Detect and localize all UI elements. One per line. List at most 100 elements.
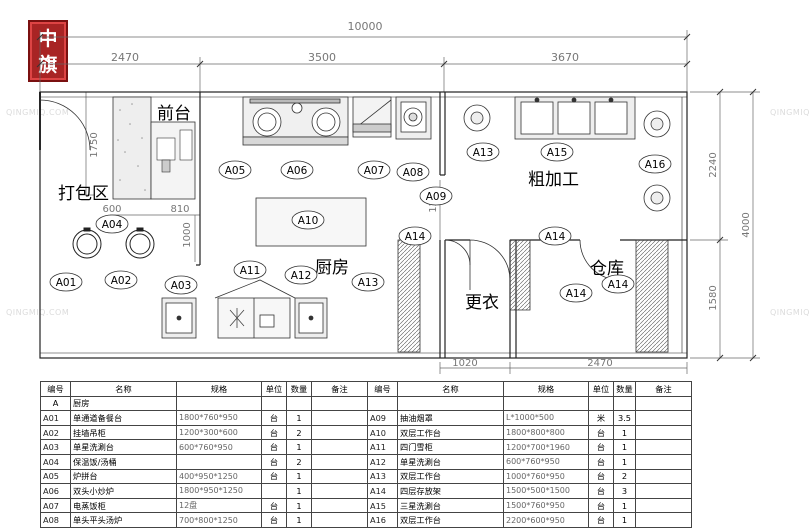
cell-note	[311, 453, 368, 470]
section-code: A	[40, 395, 71, 412]
cell-name: 四层存放架	[397, 483, 504, 499]
tag-a04: A04	[95, 214, 129, 234]
svg-text:A08: A08	[403, 167, 424, 179]
cell-unit: 台	[261, 410, 287, 426]
tag-a09: A09	[419, 186, 453, 206]
cell-spec: 600*760*950	[176, 439, 262, 455]
cell-unit	[261, 483, 287, 499]
cell-name: 单通道备餐台	[70, 410, 177, 426]
cell-unit: 台	[261, 424, 287, 441]
room-packing: 打包区	[58, 184, 109, 204]
cell-unit: 台	[261, 512, 287, 528]
svg-text:A16: A16	[645, 159, 666, 171]
cell-spec: 2200*600*950	[503, 512, 589, 528]
cell-code: A10	[367, 424, 398, 441]
room-front-desk: 前台	[157, 104, 191, 124]
dim-810: 810	[170, 204, 189, 215]
tag-a05: A05	[218, 160, 252, 180]
cell-spec: 1500*760*950	[503, 497, 589, 514]
cell-unit: 米	[588, 410, 614, 426]
tag-a11: A11	[233, 260, 267, 280]
cell-code: A02	[40, 424, 71, 441]
cell-note	[635, 497, 692, 514]
cell-spec: 600*760*950	[503, 453, 589, 470]
svg-text:A13: A13	[473, 147, 494, 159]
cell-qty: 3.5	[613, 410, 636, 426]
dim-seg1: 2470	[111, 51, 139, 64]
cell-qty: 1	[613, 424, 636, 441]
cell-name: 炉拼台	[70, 468, 177, 485]
room-prep: 粗加工	[528, 170, 579, 190]
cell-spec: 1800*800*800	[503, 424, 589, 441]
watermark: QINGMIQ.COM	[6, 308, 70, 317]
cell-unit: 台	[588, 424, 614, 441]
prep-equipment	[463, 96, 671, 212]
cell-code: A08	[40, 512, 71, 528]
cell-code: A06	[40, 483, 71, 499]
equipment-schedule: 编号 名称 规格 单位 数量 备注 编号 名称 规格 单位 数量 备注 A 厨房…	[40, 381, 692, 528]
header-qty: 数量	[613, 381, 636, 397]
cell-note	[635, 453, 692, 470]
tag-a01: A01	[49, 272, 83, 292]
cell-qty: 1	[286, 497, 312, 514]
header-qty: 数量	[286, 381, 312, 397]
cell-name: 抽油烟罩	[397, 410, 504, 426]
svg-text:A02: A02	[111, 275, 132, 287]
dimension-labels: 10000 2470 3500 3670 1020 2470 600 810	[102, 20, 612, 369]
cell-note	[635, 512, 692, 528]
cell-qty: 2	[613, 468, 636, 485]
cell-spec: 400*950*1250	[176, 468, 262, 485]
tag-a14: A14	[398, 226, 432, 246]
cell-qty: 3	[613, 483, 636, 499]
cell-code: A14	[367, 483, 398, 499]
svg-text:A04: A04	[102, 219, 123, 231]
dim-seg3: 3670	[551, 51, 579, 64]
stove-line	[242, 96, 432, 146]
equipment-tags: A01 A02 A03 A04 A05 A06 A07 A08 A09 A10 …	[49, 142, 672, 303]
soup-buckets	[72, 227, 155, 259]
watermark: QINGMIQ.COM	[770, 308, 810, 317]
cell-code: A12	[367, 453, 398, 470]
cell-spec: 1500*500*1500	[503, 483, 589, 499]
cell-qty: 1	[613, 439, 636, 455]
cell-note	[311, 424, 368, 441]
cell-qty: 1	[286, 410, 312, 426]
tag-a13: A13	[466, 142, 500, 162]
svg-text:A12: A12	[291, 270, 312, 282]
cell-spec: 1800*760*950	[176, 410, 262, 426]
svg-text:A06: A06	[287, 165, 308, 177]
cell-unit: 台	[588, 483, 614, 499]
cell-qty: 1	[286, 439, 312, 455]
watermark: QINGMIQ.COM	[770, 108, 810, 117]
cell-note	[311, 512, 368, 528]
tag-a12: A12	[284, 265, 318, 285]
watermark: QINGMIQ.COM	[6, 108, 70, 117]
cell-name: 电蒸饭柜	[70, 497, 177, 514]
cell-name: 双层工作台	[397, 468, 504, 485]
fridge-sinks	[161, 279, 328, 339]
room-labels: 前台 打包区 厨房 粗加工 仓库 更衣	[58, 104, 624, 313]
header-name: 名称	[397, 381, 504, 397]
tag-a02: A02	[104, 270, 138, 290]
room-locker: 更衣	[465, 293, 499, 313]
tag-a08: A08	[396, 162, 430, 182]
dim-600: 600	[102, 204, 121, 215]
cell-unit: 台	[261, 497, 287, 514]
svg-text:A09: A09	[426, 191, 447, 203]
svg-text:A13: A13	[358, 277, 379, 289]
tag-a16: A16	[638, 154, 672, 174]
svg-text:A14: A14	[545, 231, 566, 243]
cell-spec: 1800*950*1250	[176, 483, 262, 499]
dim-seg2: 3500	[308, 51, 336, 64]
header-note: 备注	[635, 381, 692, 397]
cell-qty: 2	[286, 453, 312, 470]
cell-unit: 台	[261, 453, 287, 470]
cell-name: 保温饭/汤桶	[70, 453, 177, 470]
cell-qty: 1	[613, 497, 636, 514]
logo: 中 旗	[28, 20, 68, 82]
